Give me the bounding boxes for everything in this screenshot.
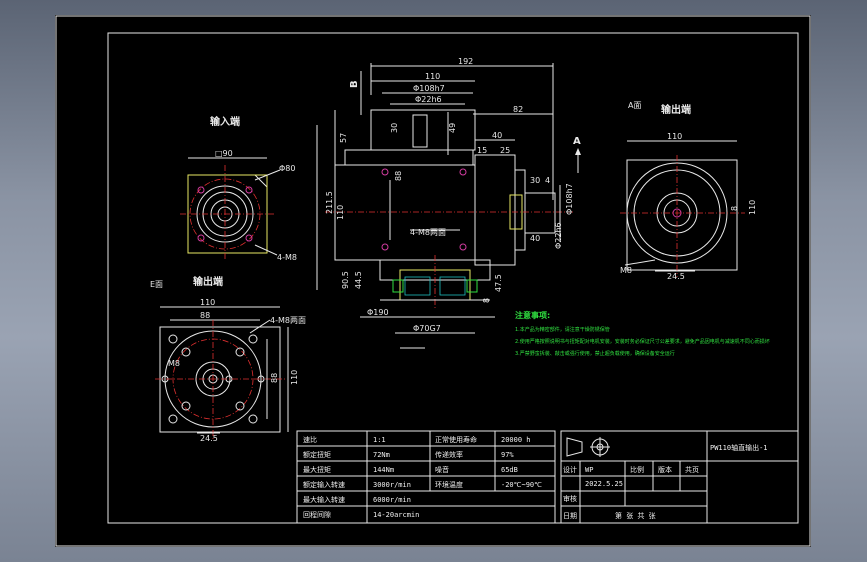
dim-input-phi80: Φ80 — [279, 164, 295, 173]
view-b-label: B — [349, 80, 360, 88]
dim-phi108: Φ108h7 — [413, 84, 445, 93]
tapped-holes-e: 4-M8两面 — [270, 316, 306, 325]
projection-cone-icon — [566, 437, 583, 457]
dim-30b: 30 — [530, 176, 540, 185]
spec-cell: 65dB — [501, 466, 518, 474]
tapped-holes-input: 4-M8 — [277, 253, 297, 262]
spec-cell: 额定扭矩 — [303, 450, 331, 459]
dim-e-24: 24.5 — [200, 434, 218, 443]
design-label: 设计 — [563, 465, 577, 474]
dim-25: 25 — [500, 146, 510, 155]
spec-cell: 噪音 — [435, 465, 449, 474]
a-face-label: A面 — [628, 101, 641, 110]
m8-label-a: M8 — [620, 266, 632, 275]
output-a-face-view: A面 输出端 110 110 8 M8 24.5 — [620, 101, 757, 281]
spec-cell: 72Nm — [373, 451, 390, 459]
date-label: 日期 — [563, 512, 577, 520]
spec-cell: 正常使用寿命 — [435, 435, 477, 444]
spec-cell: 最大扭矩 — [303, 465, 331, 474]
e-face-view: E面 输出端 110 88 4-M8两面 M8 88 110 24.5 — [150, 275, 306, 443]
spec-cell: 传递效率 — [435, 450, 463, 459]
dim-82: 82 — [513, 105, 523, 114]
input-end-label: 输入端 — [210, 115, 240, 128]
dim-15: 15 — [477, 146, 487, 155]
check-label: 审核 — [563, 494, 577, 503]
spec-cell: 额定输入转速 — [303, 480, 345, 489]
note-line-1: 1.本产品为精密部件，请注意干燥防锈保管 — [515, 326, 610, 333]
dim-e-110v: 110 — [290, 370, 299, 385]
dim-input-square: □90 — [215, 149, 233, 158]
dim-8: 8 — [482, 298, 491, 303]
sheet-count: 第 张 共 张 — [615, 511, 656, 520]
drawing-title: PW110轴直输出-1 — [710, 443, 768, 452]
dim-40: 40 — [492, 131, 502, 140]
design-date: 2022.5.25 — [585, 480, 623, 488]
spec-cell: 速比 — [303, 435, 317, 444]
dim-110-top: 110 — [425, 72, 440, 81]
version-label: 版本 — [658, 465, 672, 474]
spec-table: 速比 1:1 正常使用寿命 20000 h 额定扭矩 72Nm 传递效率 97% 最大扭矩 144… — [296, 430, 556, 524]
drawing-sheet: 输入端 □90 Φ80 4-M8 E面 输出端 110 88 — [55, 15, 811, 547]
scale-label: 比例 — [630, 465, 644, 474]
output-end-label: 输出端 — [661, 103, 691, 116]
dim-49: 49 — [448, 123, 457, 133]
note-line-2: 2.使用严格按照说明书与扭矩配对电机安装，安装时务必保证尺寸公差要求，避免产品因… — [515, 338, 770, 345]
dim-57: 57 — [339, 133, 348, 143]
notes-title: 注意事项: — [515, 310, 550, 320]
outer-frame — [55, 15, 811, 547]
dim-phi190: Φ190 — [367, 308, 389, 317]
spec-cell: -20℃~90℃ — [501, 481, 542, 489]
dim-4: 4 — [545, 176, 550, 185]
spec-cell: 144Nm — [373, 466, 394, 474]
spec-cell: 3000r/min — [373, 481, 411, 489]
dim-90-5: 90.5 — [341, 271, 350, 289]
dim-47-5: 47.5 — [494, 274, 503, 292]
title-block: PW110轴直输出-1 设计 WP 比例 版本 共页 2022.5.25 审核 … — [560, 430, 799, 524]
dim-e-88v: 88 — [270, 373, 279, 383]
dim-44-5: 44.5 — [354, 271, 363, 289]
dim-phi22b: Φ22h6 — [554, 222, 563, 249]
m8-label-e: M8 — [168, 359, 180, 368]
dim-phi22: Φ22h6 — [415, 95, 442, 104]
dim-88-main: 88 — [394, 171, 403, 181]
dim-out-24: 24.5 — [667, 272, 685, 281]
spec-cell: 6000r/min — [373, 496, 411, 504]
note-line-3: 3.严禁野蛮拆装、敲击或强行使用，禁止超负载使用，确保设备安全运行 — [515, 350, 675, 357]
dim-e-88: 88 — [200, 311, 210, 320]
spec-cell: 最大输入转速 — [303, 495, 345, 504]
output-end-label-2: 输出端 — [193, 275, 223, 288]
spec-cell: 14-20arcmin — [373, 511, 419, 519]
dim-40b: 40 — [530, 234, 540, 243]
main-section-view: 192 B 110 Φ108h7 Φ22h6 82 30 49 57 40 15… — [316, 57, 581, 349]
arrow-a-label: A — [573, 136, 581, 147]
dim-30: 30 — [390, 123, 399, 133]
dim-phi70: Φ70G7 — [413, 324, 441, 333]
dim-211: 211.5 — [325, 191, 334, 214]
dim-out-110: 110 — [667, 132, 682, 141]
spec-cell: 回程间隙 — [303, 510, 331, 519]
sheet-label: 共页 — [685, 465, 699, 474]
spec-cell: 97% — [501, 451, 514, 459]
cad-drawing: 输入端 □90 Φ80 4-M8 E面 输出端 110 88 — [55, 15, 811, 547]
dim-phi110: Φ108h7 — [565, 183, 574, 215]
e-face-label: E面 — [150, 280, 163, 289]
dim-110-side: 110 — [336, 205, 345, 220]
designer-name: WP — [585, 466, 593, 474]
dim-192: 192 — [458, 57, 473, 66]
spec-cell: 环境温度 — [435, 480, 463, 489]
tapped-holes-main: 4-M8两面 — [410, 228, 446, 237]
spec-cell: 20000 h — [501, 436, 531, 444]
notes-block: 注意事项: 1.本产品为精密部件，请注意干燥防锈保管 2.使用严格按照说明书与扭… — [515, 310, 770, 357]
spec-cell: 1:1 — [373, 436, 386, 444]
dim-out-8: 8 — [730, 206, 739, 211]
dim-out-110v: 110 — [748, 200, 757, 215]
input-end-view: 输入端 □90 Φ80 4-M8 — [180, 115, 297, 262]
dim-e-110: 110 — [200, 298, 215, 307]
